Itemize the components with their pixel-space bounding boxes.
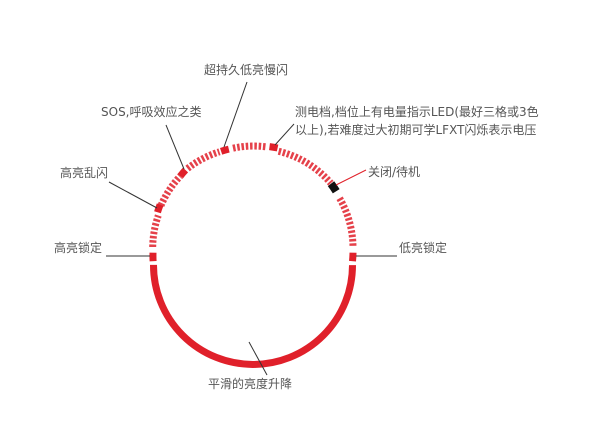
marker-slow-flash — [221, 149, 229, 151]
leader-off-standby — [336, 170, 366, 185]
dashed-segment-right — [340, 198, 353, 247]
leader-sos — [166, 125, 184, 169]
dashed-segment-left-upper — [161, 176, 180, 205]
leader-high-strobe — [109, 182, 157, 208]
dashed-segment-top-right — [279, 151, 331, 183]
label-off-standby: 关闭/待机 — [368, 164, 420, 180]
label-smooth-ramp: 平滑的亮度升降 — [198, 376, 302, 392]
label-low-lock: 低亮锁定 — [399, 240, 447, 256]
label-sos: SOS,呼吸效应之类 — [101, 104, 202, 120]
label-battery-line2: 以上),若难度过大初期可学LFXT闪烁表示电压 — [295, 122, 536, 138]
dashed-segment-left-lower — [153, 216, 159, 248]
leader-smooth-ramp — [249, 342, 267, 375]
marker-sos — [180, 170, 185, 176]
marker-battery-check — [270, 147, 278, 148]
dashed-segment-top — [233, 146, 266, 148]
label-battery-line1: 测电档,档位上有电量指示LED(最好三格或3色 — [295, 104, 539, 120]
label-high-strobe: 高亮乱闪 — [60, 165, 108, 181]
dashed-segment-top-left — [188, 152, 220, 169]
label-high-lock: 高亮锁定 — [54, 240, 102, 256]
label-slow-flash: 超持久低亮慢闪 — [198, 62, 294, 78]
marker-off-standby — [331, 184, 336, 192]
marker-high-strobe — [158, 205, 161, 213]
leader-battery-check — [275, 124, 294, 145]
marker-low-lock — [353, 253, 354, 262]
leader-slow-flash — [224, 82, 247, 147]
